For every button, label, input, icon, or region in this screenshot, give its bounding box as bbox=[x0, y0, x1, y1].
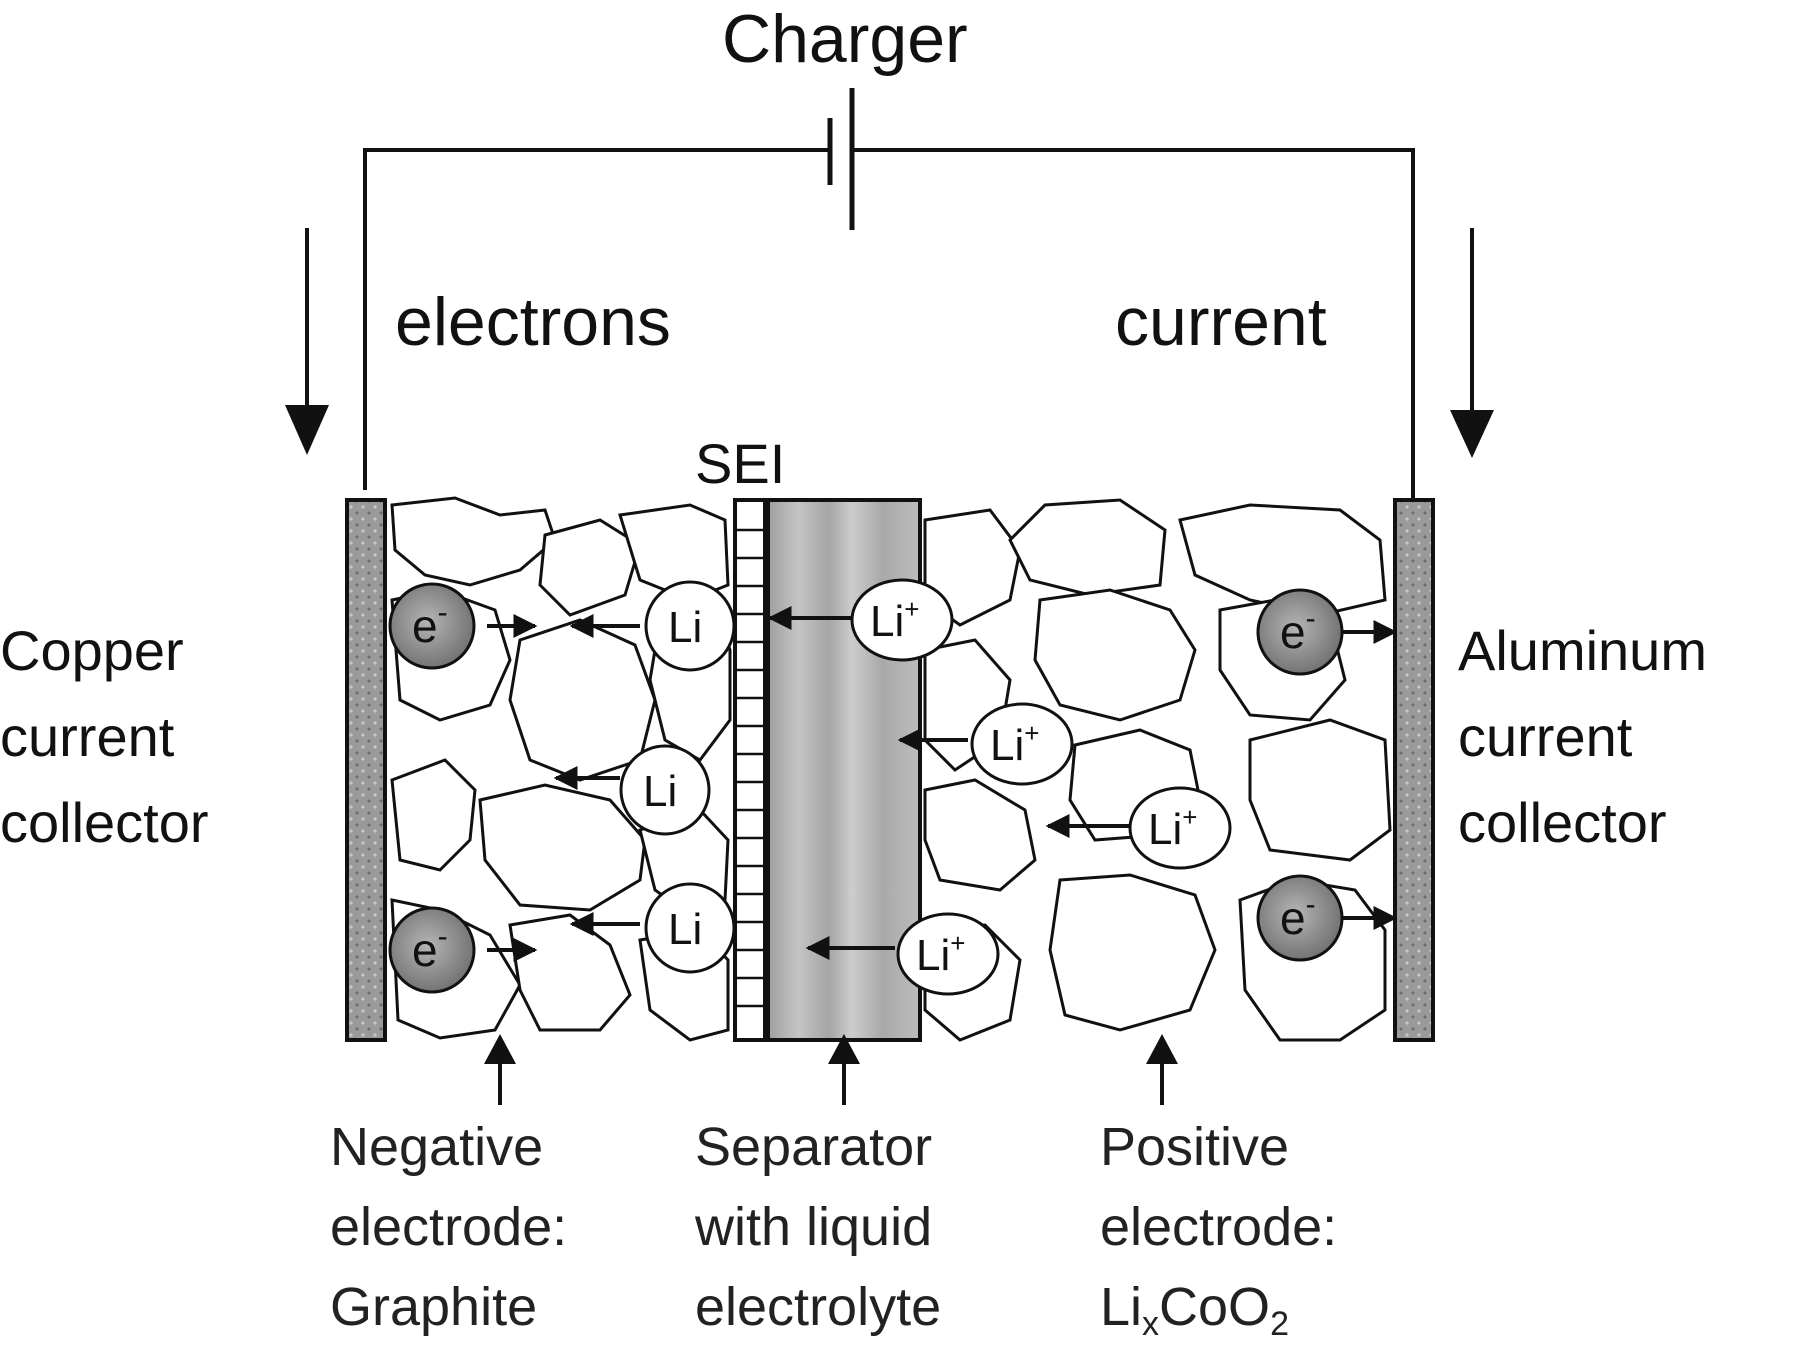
right-wire bbox=[853, 148, 1415, 500]
svg-text:Li+: Li+ bbox=[916, 928, 965, 980]
svg-text:current: current bbox=[0, 705, 175, 768]
lithium-atom: Li bbox=[644, 882, 736, 974]
charger-label: Charger bbox=[722, 1, 968, 77]
svg-text:Negative: Negative bbox=[330, 1117, 543, 1177]
svg-text:collector: collector bbox=[1458, 791, 1667, 854]
electron-flow-arrow bbox=[285, 228, 329, 455]
negative-electrode-pointer bbox=[484, 1034, 516, 1105]
svg-text:e-: e- bbox=[1280, 602, 1316, 658]
electron-particle: e- bbox=[1256, 588, 1344, 676]
copper-collector-label: Copper current collector bbox=[0, 619, 209, 854]
lithium-ion: Li+ bbox=[896, 912, 1000, 996]
electron-particle: e- bbox=[388, 582, 476, 670]
lixcoo2-formula: LixCoO2 bbox=[1100, 1277, 1289, 1343]
aluminum-collector-label: Aluminum current collector bbox=[1458, 619, 1707, 854]
svg-text:collector: collector bbox=[0, 791, 209, 854]
svg-text:e-: e- bbox=[1280, 888, 1316, 944]
svg-text:Li: Li bbox=[668, 905, 702, 954]
external-circuit bbox=[363, 88, 1415, 500]
current-label: current bbox=[1115, 284, 1327, 360]
electron-particle: e- bbox=[1256, 874, 1344, 962]
svg-text:e-: e- bbox=[412, 596, 448, 652]
aluminum-current-collector bbox=[1393, 498, 1435, 1042]
lithium-ion: Li+ bbox=[970, 702, 1074, 786]
svg-text:Aluminum: Aluminum bbox=[1458, 619, 1707, 682]
svg-text:Li+: Li+ bbox=[1148, 802, 1197, 854]
lithium-atom: Li bbox=[619, 744, 711, 836]
sei-label: SEI bbox=[695, 432, 785, 495]
separator-pointer bbox=[828, 1034, 860, 1105]
svg-text:with liquid: with liquid bbox=[694, 1197, 932, 1257]
positive-electrode-pointer bbox=[1146, 1034, 1178, 1105]
svg-text:e-: e- bbox=[412, 920, 448, 976]
left-wire bbox=[363, 148, 828, 490]
positive-electrode-label: Positive electrode: LixCoO2 bbox=[1100, 1117, 1337, 1343]
electron-particle: e- bbox=[388, 906, 476, 994]
lithium-ion: Li+ bbox=[850, 578, 954, 662]
lithium-atom: Li bbox=[644, 580, 736, 672]
svg-text:Graphite: Graphite bbox=[330, 1277, 537, 1337]
sei-layer bbox=[733, 498, 767, 1042]
transport-arrows bbox=[487, 606, 1398, 962]
electrons-label: electrons bbox=[395, 284, 671, 360]
negative-electrode-label: Negative electrode: Graphite bbox=[330, 1117, 567, 1337]
svg-text:current: current bbox=[1458, 705, 1633, 768]
svg-text:Separator: Separator bbox=[695, 1117, 932, 1177]
svg-text:Li+: Li+ bbox=[990, 718, 1039, 770]
separator-label: Separator with liquid electrolyte bbox=[694, 1117, 941, 1337]
svg-text:Positive: Positive bbox=[1100, 1117, 1289, 1177]
svg-text:Li: Li bbox=[643, 767, 677, 816]
svg-text:electrolyte: electrolyte bbox=[695, 1277, 941, 1337]
svg-text:Li+: Li+ bbox=[870, 594, 919, 646]
current-flow-arrow bbox=[1450, 228, 1494, 458]
lithium-ion: Li+ bbox=[1128, 786, 1232, 870]
svg-text:Li: Li bbox=[668, 603, 702, 652]
svg-text:electrode:: electrode: bbox=[330, 1197, 567, 1257]
svg-text:electrode:: electrode: bbox=[1100, 1197, 1337, 1257]
svg-text:Copper: Copper bbox=[0, 619, 184, 682]
copper-current-collector bbox=[345, 498, 387, 1042]
